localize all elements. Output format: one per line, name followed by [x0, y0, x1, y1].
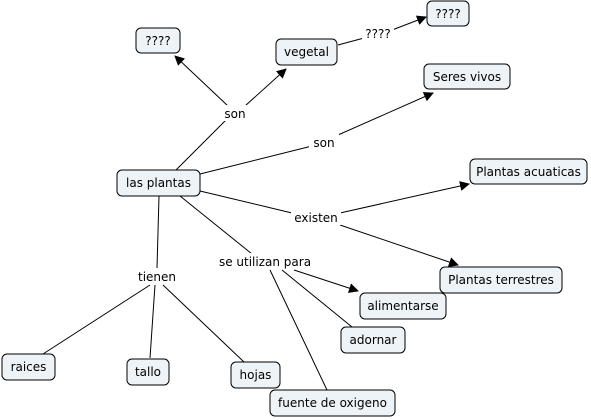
concept-q2-label: ????: [435, 7, 460, 21]
concept-q1-label: ????: [145, 34, 170, 48]
link-label-son-top: son: [221, 105, 249, 121]
edge-son-q1: [174, 55, 229, 107]
concept-alimentarse[interactable]: alimentarse: [359, 292, 447, 320]
concept-plantas-acuaticas-label: Plantas acuaticas: [476, 165, 581, 179]
edge-tienen-hojas: [162, 284, 245, 363]
concept-las-plantas[interactable]: las plantas: [116, 169, 201, 197]
edges: [42, 15, 470, 391]
link-labels: son ???? son existen se utilizan para ti…: [135, 25, 394, 284]
edge-plantas-tienen: [156, 195, 160, 269]
link-label-son-right: son: [309, 134, 339, 150]
edge-utilizan-alimentarse: [293, 269, 359, 293]
edge-plantas-utilizan: [179, 195, 253, 255]
link-label-question: ????: [362, 25, 394, 41]
concept-plantas-terrestres[interactable]: Plantas terrestres: [439, 266, 563, 294]
edge-existen-terrestres: [339, 224, 459, 267]
link-label-tienen-text: tienen: [138, 270, 176, 284]
edge-plantas-existen: [199, 190, 293, 214]
link-label-tienen: tienen: [135, 268, 179, 284]
link-label-question-text: ????: [365, 27, 390, 41]
edge-son2-seres: [337, 92, 434, 136]
concept-hojas[interactable]: hojas: [230, 361, 281, 389]
concept-seres-vivos[interactable]: Seres vivos: [423, 63, 511, 90]
concept-tallo-label: tallo: [135, 365, 161, 379]
concept-vegetal-label: vegetal: [284, 45, 329, 59]
edge-plantas-son2: [199, 145, 313, 175]
concept-raices[interactable]: raices: [1, 353, 56, 381]
link-label-son-right-text: son: [313, 136, 334, 150]
concept-fuente-de-oxigeno[interactable]: fuente de oxigeno: [269, 389, 396, 417]
concept-plantas-acuaticas[interactable]: Plantas acuaticas: [469, 158, 588, 185]
concept-alimentarse-label: alimentarse: [367, 299, 438, 313]
concept-adornar[interactable]: adornar: [340, 326, 406, 354]
concept-tallo[interactable]: tallo: [126, 358, 170, 386]
edge-tienen-raices: [42, 284, 151, 355]
link-label-existen: existen: [291, 209, 341, 225]
concept-vegetal[interactable]: vegetal: [275, 38, 338, 66]
edge-utilizan-adornar: [281, 269, 353, 328]
edge-vegetal-link: [337, 37, 365, 46]
concept-fuente-de-oxigeno-label: fuente de oxigeno: [278, 396, 387, 410]
edge-link-q2: [391, 15, 427, 31]
edge-son-vegetal: [244, 68, 287, 107]
link-label-son-top-text: son: [224, 107, 245, 121]
link-label-se-utilizan-para-text: se utilizan para: [219, 255, 311, 269]
concept-raices-label: raices: [11, 360, 47, 374]
concept-plantas-terrestres-label: Plantas terrestres: [448, 273, 554, 287]
link-label-existen-text: existen: [294, 211, 338, 225]
concept-seres-vivos-label: Seres vivos: [433, 70, 501, 84]
concept-q2[interactable]: ????: [426, 0, 470, 27]
edge-utilizan-oxigeno: [269, 269, 328, 391]
concept-hojas-label: hojas: [240, 368, 272, 382]
edge-existen-acuaticas: [339, 181, 470, 214]
concept-adornar-label: adornar: [350, 333, 397, 347]
edge-plantas-son: [175, 117, 229, 171]
concept-q1[interactable]: ????: [135, 27, 181, 54]
link-label-se-utilizan-para: se utilizan para: [216, 253, 314, 269]
concept-las-plantas-label: las plantas: [126, 176, 191, 190]
edge-tienen-tallo: [149, 284, 156, 359]
